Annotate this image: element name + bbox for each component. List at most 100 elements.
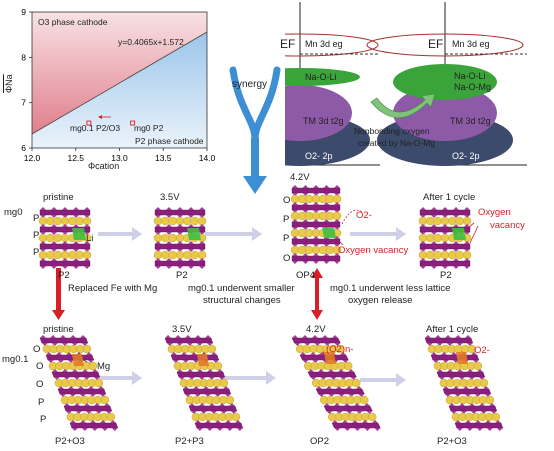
octahedron-top — [449, 403, 455, 406]
o3-region-label: O3 phase cathode — [38, 17, 108, 27]
octahedron-bottom — [226, 428, 233, 431]
structure-mg0-cycle — [418, 207, 472, 269]
octahedron-bottom — [51, 215, 57, 218]
na-ion — [197, 250, 207, 260]
octahedron-bottom — [192, 360, 199, 363]
structure-mg0-pristine — [38, 207, 92, 269]
na-ion — [53, 216, 62, 226]
octahedron-top — [166, 224, 172, 227]
tm-layer — [182, 388, 232, 395]
octahedron-bottom — [328, 394, 335, 397]
mn3d-band-left — [285, 33, 379, 57]
na-ion — [153, 250, 163, 260]
octahedron-bottom — [87, 360, 94, 363]
octahedron-top — [84, 207, 90, 210]
octahedron-bottom — [224, 394, 231, 397]
na-ion — [46, 250, 55, 260]
octahedron-top — [195, 335, 201, 338]
octahedron-top — [51, 258, 57, 261]
octahedron-bottom — [84, 215, 90, 218]
row1-stage4-top: After 1 cycle — [423, 192, 476, 203]
octahedron-top — [328, 369, 334, 372]
octahedron-top — [40, 258, 46, 261]
octahedron-bottom — [172, 360, 179, 363]
point-arrowhead — [98, 115, 102, 119]
na-ion — [336, 344, 345, 354]
row1-stage2-bottom: P2 — [176, 270, 188, 281]
octahedron-top — [155, 241, 161, 244]
na-ion — [75, 216, 84, 226]
octahedron-top — [308, 369, 314, 372]
na-ion — [88, 361, 98, 371]
octahedron-bottom — [194, 394, 201, 397]
octahedron-top — [464, 241, 470, 244]
synergy-stem — [251, 138, 259, 178]
octahedron-top — [323, 219, 330, 222]
na-layer — [38, 250, 92, 260]
octahedron-top — [323, 185, 330, 188]
x-axis-label: Φcation — [88, 161, 120, 171]
octahedron-top — [313, 202, 319, 205]
octahedron-top — [457, 369, 463, 372]
octahedron-bottom — [67, 360, 74, 363]
octahedron-bottom — [40, 215, 46, 218]
octahedron-bottom — [431, 249, 437, 252]
na-ion — [53, 233, 62, 243]
octahedron-bottom — [323, 210, 330, 213]
octahedron-top — [425, 335, 431, 338]
octahedron-bottom — [314, 343, 321, 346]
mn3d-band-right — [366, 33, 524, 57]
octahedron-top — [334, 185, 340, 188]
data-point — [86, 120, 92, 126]
row1-stage1-top: pristine — [43, 192, 74, 203]
octahedron-bottom — [324, 343, 331, 346]
octahedron-bottom — [83, 377, 90, 380]
octahedron-bottom — [216, 428, 223, 431]
octahedron-bottom — [206, 343, 213, 346]
octahedron-bottom — [84, 232, 90, 235]
octahedron-bottom — [304, 343, 311, 346]
note-right-2: oxygen release — [348, 295, 413, 306]
octahedron-bottom — [184, 394, 191, 397]
tm-layer — [69, 422, 119, 429]
tm-layer — [57, 388, 107, 395]
mg-site — [324, 352, 336, 364]
na-ion — [304, 211, 314, 221]
na-ion — [290, 211, 300, 221]
octahedron-top — [437, 369, 443, 372]
octahedron-bottom — [490, 411, 497, 414]
octahedron-top — [463, 386, 469, 389]
octahedron-top — [40, 224, 46, 227]
octahedron-top — [292, 219, 298, 222]
tm-layer — [291, 255, 341, 262]
x-tick-label: 12.0 — [24, 153, 41, 163]
octahedron-top — [73, 207, 79, 210]
octahedron-top — [455, 420, 461, 423]
octahedron-top — [215, 420, 221, 423]
octahedron-bottom — [62, 215, 68, 218]
octahedron-bottom — [214, 394, 221, 397]
octahedron-top — [199, 258, 205, 261]
octahedron-bottom — [105, 411, 112, 414]
na-ion — [325, 194, 335, 204]
na-ion — [418, 216, 428, 226]
na-layer — [312, 378, 361, 388]
na-ion — [225, 395, 235, 405]
octahedron-bottom — [326, 411, 333, 414]
octahedron-bottom — [334, 428, 341, 431]
na-ion — [297, 245, 307, 255]
octahedron-top — [223, 386, 229, 389]
octahedron-bottom — [155, 215, 161, 218]
octahedron-bottom — [206, 428, 213, 431]
op4-letter-1: O — [283, 195, 291, 206]
octahedron-bottom — [204, 394, 211, 397]
mg-site — [72, 354, 84, 366]
octahedron-bottom — [474, 394, 481, 397]
na-ion — [161, 250, 170, 260]
octahedron-top — [209, 403, 215, 406]
na-ion — [304, 245, 314, 255]
na-ion — [368, 412, 377, 422]
octahedron-top — [73, 241, 79, 244]
octahedron-bottom — [442, 360, 449, 363]
